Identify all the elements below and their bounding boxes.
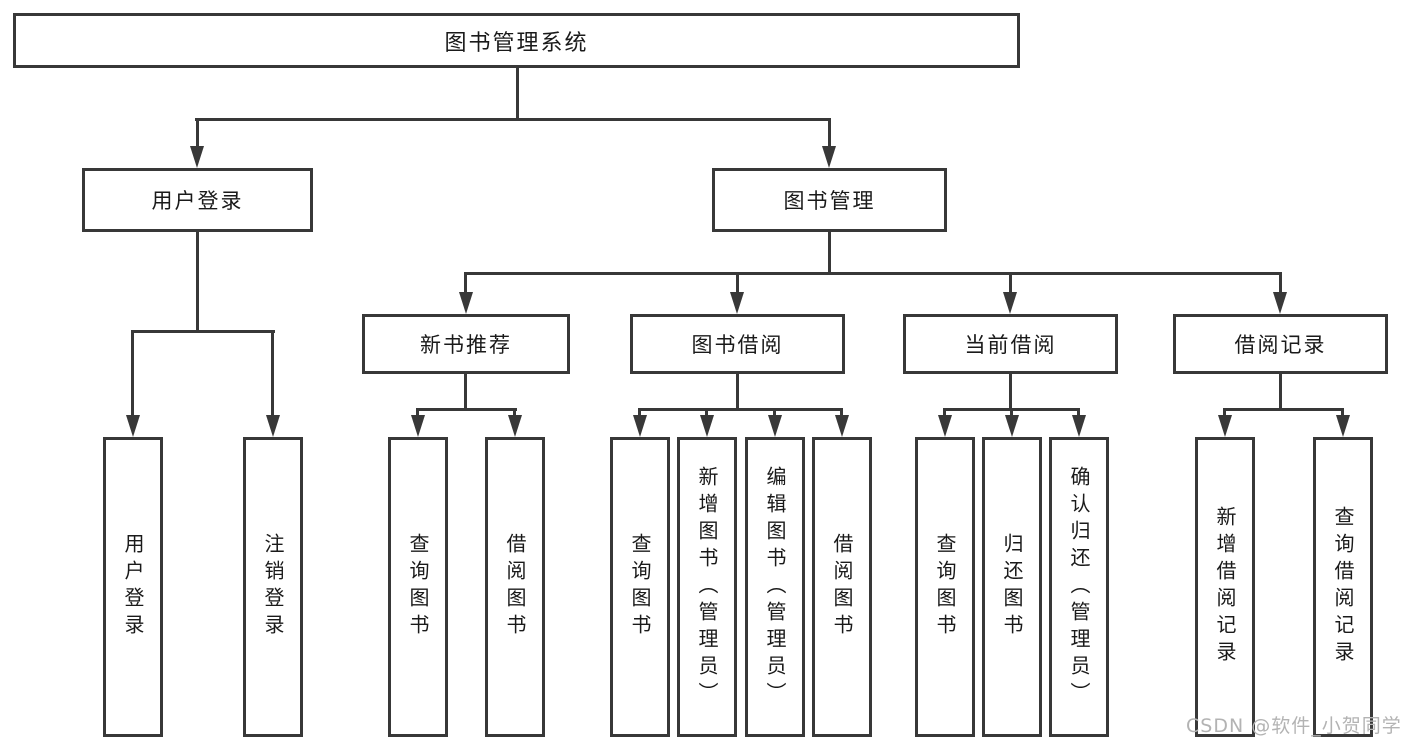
leaf-label: 查询借阅记录 [1331,506,1355,668]
connector-line [773,408,776,418]
leaf-edit-books-admin: 编辑图书（管理员） [745,437,805,737]
node-library-management-system: 图书管理系统 [13,13,1020,68]
connector-line [638,408,843,411]
connector-line [271,330,274,418]
leaf-confirm-return-admin: 确认归还（管理员） [1049,437,1109,737]
leaf-label: 编辑图书（管理员） [763,465,787,709]
leaf-borrow-books: 借阅图书 [812,437,872,737]
node-label: 当前借阅 [964,333,1057,357]
connector-line [1223,408,1344,411]
connector-line [638,408,641,418]
arrowhead-down-icon [508,415,522,437]
leaf-user-login: 用户登录 [103,437,163,737]
leaf-query-books: 查询图书 [915,437,975,737]
arrowhead-down-icon [1005,415,1019,437]
leaf-query-borrow-record: 查询借阅记录 [1313,437,1373,737]
arrowhead-down-icon [768,415,782,437]
arrowhead-down-icon [459,292,473,314]
leaf-return-books: 归还图书 [982,437,1042,737]
node-label: 借阅记录 [1234,333,1327,357]
connector-line [516,68,519,120]
node-borrowing-records: 借阅记录 [1173,314,1388,374]
leaf-label: 注销登录 [261,533,285,641]
connector-line [416,408,517,411]
connector-line [513,408,516,418]
node-new-book-recommend: 新书推荐 [362,314,570,374]
connector-line [464,272,467,294]
leaf-label: 新增借阅记录 [1213,506,1237,668]
connector-line [1279,374,1282,410]
node-label: 图书管理系统 [444,30,589,56]
leaf-query-books: 查询图书 [610,437,670,737]
leaf-label: 借阅图书 [830,533,854,641]
leaf-add-borrow-record: 新增借阅记录 [1195,437,1255,737]
connector-line [1010,408,1013,418]
leaf-logout: 注销登录 [243,437,303,737]
leaf-label: 查询图书 [406,533,430,641]
arrowhead-down-icon [1336,415,1350,437]
leaf-borrow-books: 借阅图书 [485,437,545,737]
connector-line [1077,408,1080,418]
node-user-login: 用户登录 [82,168,313,232]
leaf-label: 查询图书 [933,533,957,641]
connector-line [464,374,467,410]
leaf-label: 查询图书 [628,533,652,641]
node-label: 用户登录 [151,189,244,213]
node-current-borrowing: 当前借阅 [903,314,1118,374]
leaf-query-books: 查询图书 [388,437,448,737]
leaf-label: 新增图书（管理员） [695,465,719,709]
leaf-label: 借阅图书 [503,533,527,641]
node-book-management: 图书管理 [712,168,947,232]
connector-line [736,272,739,294]
connector-line [736,374,739,410]
connector-line [416,408,419,418]
arrowhead-down-icon [822,146,836,168]
node-book-borrowing: 图书借阅 [630,314,845,374]
connector-line [828,232,831,274]
connector-line [1009,272,1012,294]
arrowhead-down-icon [411,415,425,437]
connector-line [195,118,831,121]
arrowhead-down-icon [1218,415,1232,437]
connector-line [196,118,199,148]
connector-line [943,408,946,418]
connector-line [1223,408,1226,418]
arrowhead-down-icon [126,415,140,437]
leaf-label: 用户登录 [121,533,145,641]
leaf-label: 确认归还（管理员） [1067,465,1091,709]
connector-line [131,330,275,333]
connector-line [828,118,831,148]
arrowhead-down-icon [1273,292,1287,314]
arrowhead-down-icon [730,292,744,314]
connector-line [1279,272,1282,294]
connector-line [131,330,134,418]
connector-line [705,408,708,418]
arrowhead-down-icon [700,415,714,437]
connector-line [840,408,843,418]
arrowhead-down-icon [266,415,280,437]
arrowhead-down-icon [633,415,647,437]
arrowhead-down-icon [938,415,952,437]
node-label: 新书推荐 [420,333,512,357]
leaf-label: 归还图书 [1000,533,1024,641]
arrowhead-down-icon [835,415,849,437]
arrowhead-down-icon [190,146,204,168]
node-label: 图书借阅 [691,333,784,357]
node-label: 图书管理 [783,189,876,213]
connector-line [196,232,199,332]
leaf-add-books-admin: 新增图书（管理员） [677,437,737,737]
connector-line [1009,374,1012,410]
arrowhead-down-icon [1072,415,1086,437]
connector-line [464,272,1281,275]
csdn-watermark: CSDN @软件_小贺同学 [1186,715,1402,737]
connector-line [1341,408,1344,418]
arrowhead-down-icon [1003,292,1017,314]
